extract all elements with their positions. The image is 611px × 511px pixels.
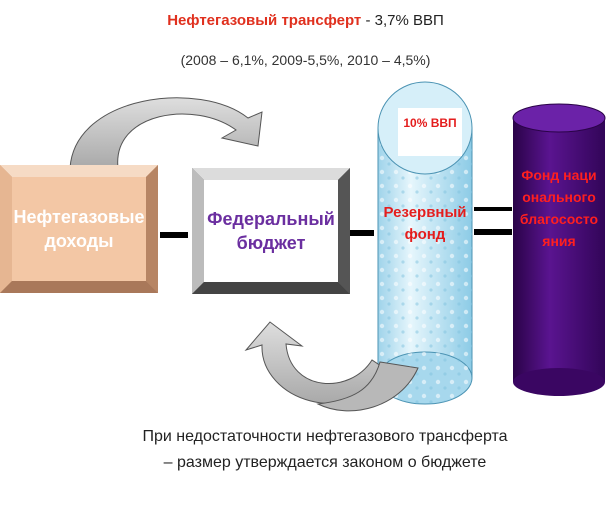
page-subtitle: (2008 – 6,1%, 2009-5,5%, 2010 – 4,5%) <box>180 52 431 68</box>
reserve-cap-label: 10% ВВП <box>398 108 462 138</box>
connector-oil-budget <box>160 232 188 238</box>
page-title: Нефтегазовый трансферт - 3,7% ВВП <box>0 12 611 30</box>
title-highlight: Нефтегазовый трансферт <box>167 12 362 29</box>
federal-budget-text: Федеральный бюджет <box>207 209 335 253</box>
welfare-fund-label: Фонд национального благосостояния <box>518 138 600 278</box>
welfare-fund-text: Фонд национального благосостояния <box>519 167 599 249</box>
top-curved-arrow <box>69 97 263 169</box>
reserve-cap-text: 10% ВВП <box>403 116 457 130</box>
reserve-fund-text: Резервный фонд <box>383 204 467 243</box>
title-rest: - 3,7% ВВП <box>361 12 444 29</box>
connector-reserve-welfare <box>474 207 512 235</box>
federal-budget-label: Федеральный бюджет <box>204 180 338 282</box>
oil-gas-revenue-label: Нефтегазовые доходы <box>12 177 146 281</box>
oil-gas-revenue-text: Нефтегазовые доходы <box>13 207 145 251</box>
bottom-curved-arrow <box>244 321 419 412</box>
oil-gas-revenue-box <box>0 165 158 293</box>
budget-note: При недостаточности нефтегазового трансф… <box>142 428 508 471</box>
federal-budget-box <box>192 168 350 294</box>
connector-budget-reserve <box>350 230 374 236</box>
reserve-fund-cylinder <box>377 81 473 405</box>
reserve-fund-label: Резервный фонд <box>380 196 470 252</box>
welfare-fund-cylinder <box>512 103 606 396</box>
reserve-cap-box <box>398 108 462 156</box>
